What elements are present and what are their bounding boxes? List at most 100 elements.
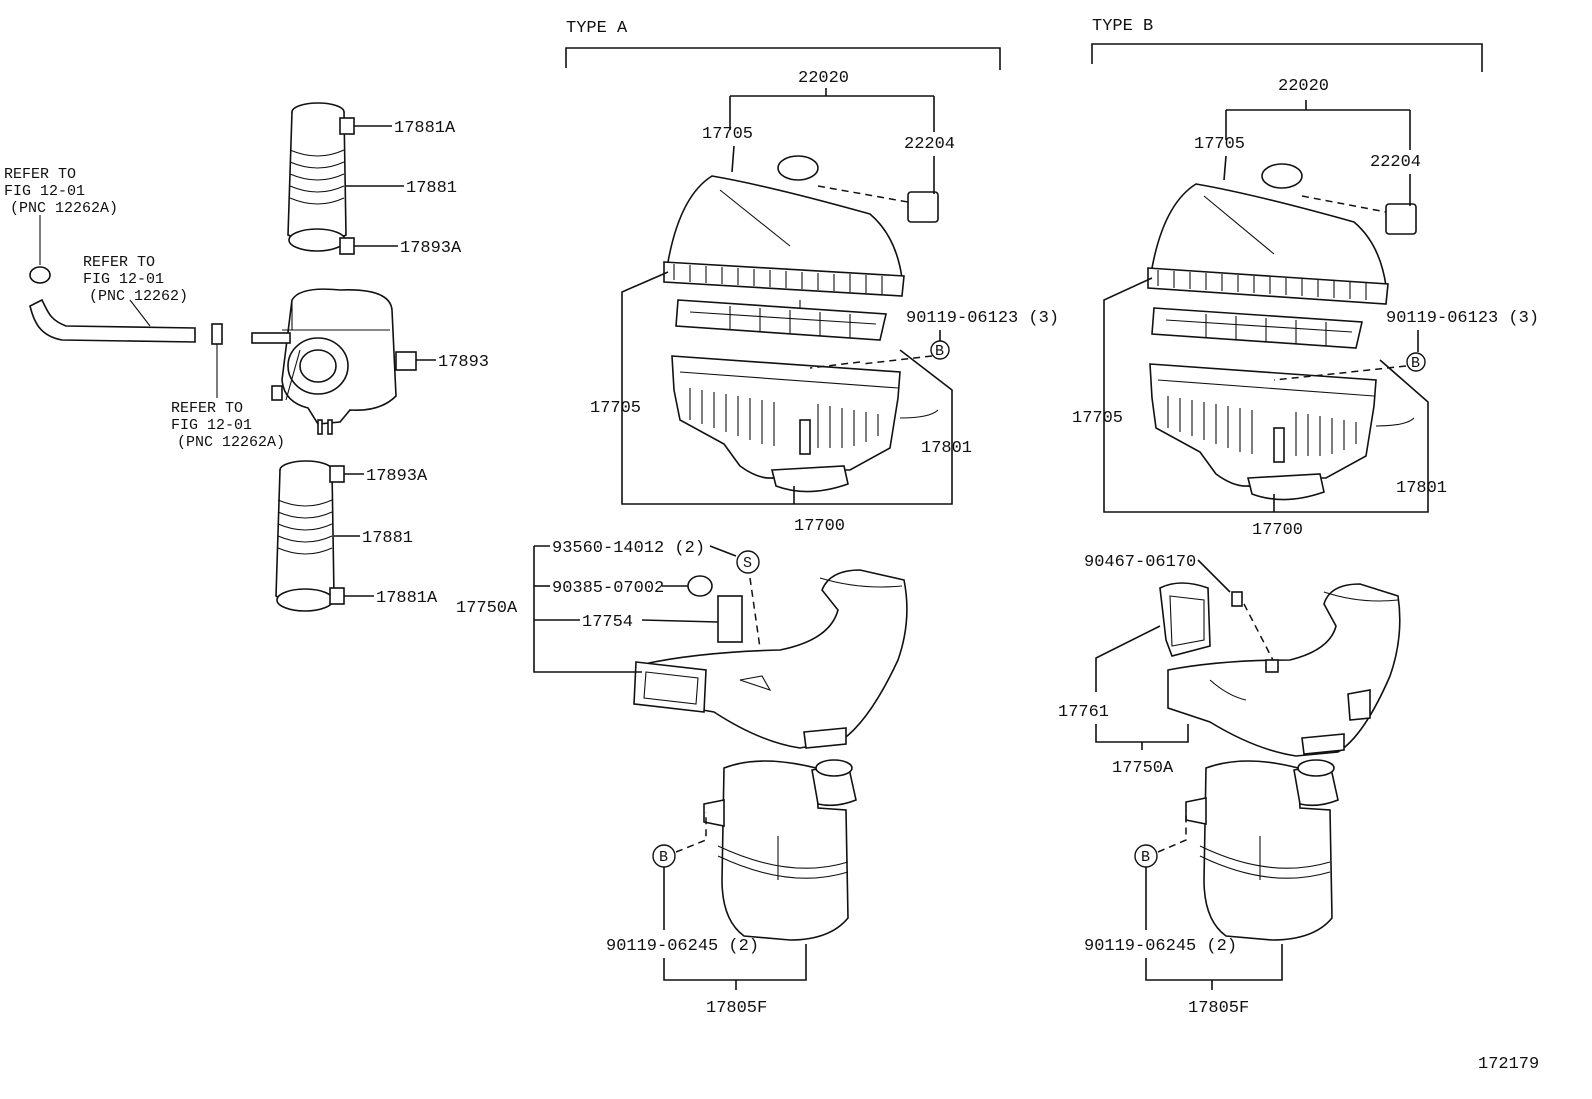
leader-line: [641, 619, 719, 623]
air-hose-upper: [287, 102, 347, 252]
type-b-bracket: [1091, 43, 1483, 72]
label-type-a-17750a: 17750A: [456, 599, 518, 618]
type-a-element: [675, 299, 887, 341]
svg-text:FIG 12-01: FIG 12-01: [83, 271, 164, 288]
leader-line: [1197, 559, 1231, 593]
type-b-assembly-bracket: [1103, 277, 1429, 513]
label-type-b-17805f: 17805F: [1188, 999, 1249, 1018]
hose-clamp: [329, 587, 345, 605]
label-type-a-93560: 93560-14012 (2): [552, 539, 705, 558]
leader-line: [709, 545, 737, 557]
label-type-a-22204: 22204: [904, 135, 955, 154]
label-type-a-90119-06123: 90119-06123 (3): [906, 309, 1059, 328]
marker-b-label: B: [659, 849, 668, 866]
type-b-clip: [1265, 659, 1279, 673]
label-type-a-17705-side: 17705: [590, 399, 641, 418]
marker-b: [930, 340, 950, 360]
type-b-air-flow-meter: [1385, 203, 1417, 235]
type-a-bracket-17754: [717, 595, 743, 643]
label-17881-bot: 17881: [362, 529, 413, 548]
marker-b-label: B: [935, 343, 944, 360]
air-hose-lower: [275, 460, 335, 612]
svg-text:REFER TO: REFER TO: [83, 254, 155, 271]
label-type-b-17700: 17700: [1252, 521, 1303, 540]
dashed-leader: [1273, 365, 1407, 381]
label-17881a-top: 17881A: [394, 119, 456, 138]
label-type-b-17750a: 17750A: [1112, 759, 1174, 778]
svg-text:FIG 12-01: FIG 12-01: [171, 417, 252, 434]
marker-s: [736, 550, 760, 574]
type-a-intake-duct: [633, 569, 908, 749]
svg-text:FIG 12-01: FIG 12-01: [4, 183, 85, 200]
label-type-b-17705-side: 17705: [1072, 409, 1123, 428]
vacuum-hose: [29, 298, 196, 343]
type-b-cleaner-case: [1149, 363, 1415, 501]
svg-text:REFER TO: REFER TO: [171, 400, 243, 417]
leader-line: [129, 299, 151, 327]
label-type-b-90119-06245: 90119-06245 (2): [1084, 937, 1237, 956]
label-17881-top: 17881: [406, 179, 457, 198]
svg-text:(PNC 12262A): (PNC 12262A): [177, 434, 285, 451]
label-type-b-22204: 22204: [1370, 153, 1421, 172]
type-a-bracket: [565, 47, 1001, 70]
label-type-a-17705-top: 17705: [702, 125, 753, 144]
air-resonator: [251, 288, 397, 435]
marker-s-label: S: [743, 555, 752, 572]
label-type-a-17754: 17754: [582, 613, 633, 632]
type-b-17750a-bracket: [1095, 724, 1189, 743]
marker-b-label: B: [1141, 849, 1150, 866]
label-17893: 17893: [438, 353, 489, 372]
type-a-header: TYPE A: [566, 19, 628, 38]
hose-clamp: [339, 237, 355, 255]
dashed-leader: [749, 577, 761, 649]
type-a-cleaner-cap: [663, 155, 905, 310]
type-a-cleaner-case: [671, 355, 939, 493]
refer-note-1: REFER TO FIG 12-01 (PNC 12262A): [4, 166, 118, 217]
label-type-a-22020: 22020: [798, 69, 849, 88]
svg-text:REFER TO: REFER TO: [4, 166, 76, 183]
label-type-b-17761: 17761: [1058, 703, 1109, 722]
dashed-leader: [1157, 810, 1187, 853]
type-a-22020-bracket: [729, 88, 935, 132]
label-type-b-17801: 17801: [1396, 479, 1447, 498]
label-type-a-90385: 90385-07002: [552, 579, 664, 598]
type-a-17805f-bracket: [663, 944, 807, 981]
label-type-a-17801: 17801: [921, 439, 972, 458]
type-b-header: TYPE B: [1092, 17, 1153, 36]
type-b-17805f-bracket: [1145, 944, 1283, 981]
marker-b-label: B: [1411, 355, 1420, 372]
resonator-bracket: [395, 351, 417, 371]
label-type-a-17805f: 17805F: [706, 999, 767, 1018]
type-a-17750a-bracket: [533, 545, 642, 673]
label-type-b-22020: 22020: [1278, 77, 1329, 96]
type-b-element: [1151, 307, 1363, 349]
type-b-cleaner-cap: [1147, 163, 1389, 305]
refer-note-3: REFER TO FIG 12-01 (PNC 12262A): [171, 400, 285, 451]
type-a-air-flow-meter: [907, 191, 939, 223]
label-type-a-17700: 17700: [794, 517, 845, 536]
marker-b: [1406, 352, 1426, 372]
label-type-b-90467: 90467-06170: [1084, 553, 1196, 572]
figure-number: 172179: [1478, 1055, 1539, 1074]
label-17893a-bot: 17893A: [366, 467, 428, 486]
type-a-assembly-bracket: [621, 271, 953, 505]
hose-clamp-small: [29, 266, 51, 284]
type-b-screw: [1231, 591, 1243, 607]
label-17881a-bot: 17881A: [376, 589, 438, 608]
dashed-leader: [809, 355, 933, 369]
label-17893a-top: 17893A: [400, 239, 462, 258]
label-type-a-90119-06245: 90119-06245 (2): [606, 937, 759, 956]
type-a-grommet: [687, 575, 713, 597]
leader-line: [731, 145, 735, 173]
refer-note-2: REFER TO FIG 12-01 (PNC 12262): [83, 254, 188, 305]
hose-clamp: [339, 117, 355, 135]
label-type-b-90119-06123: 90119-06123 (3): [1386, 309, 1539, 328]
leader-line: [1095, 625, 1161, 692]
type-b-lower-resonator: [1185, 759, 1339, 941]
dashed-leader: [675, 812, 707, 853]
leader-line: [1223, 155, 1227, 181]
svg-text:(PNC 12262A): (PNC 12262A): [10, 200, 118, 217]
dashed-leader: [1243, 603, 1275, 663]
type-b-intake-duct: [1159, 582, 1401, 757]
